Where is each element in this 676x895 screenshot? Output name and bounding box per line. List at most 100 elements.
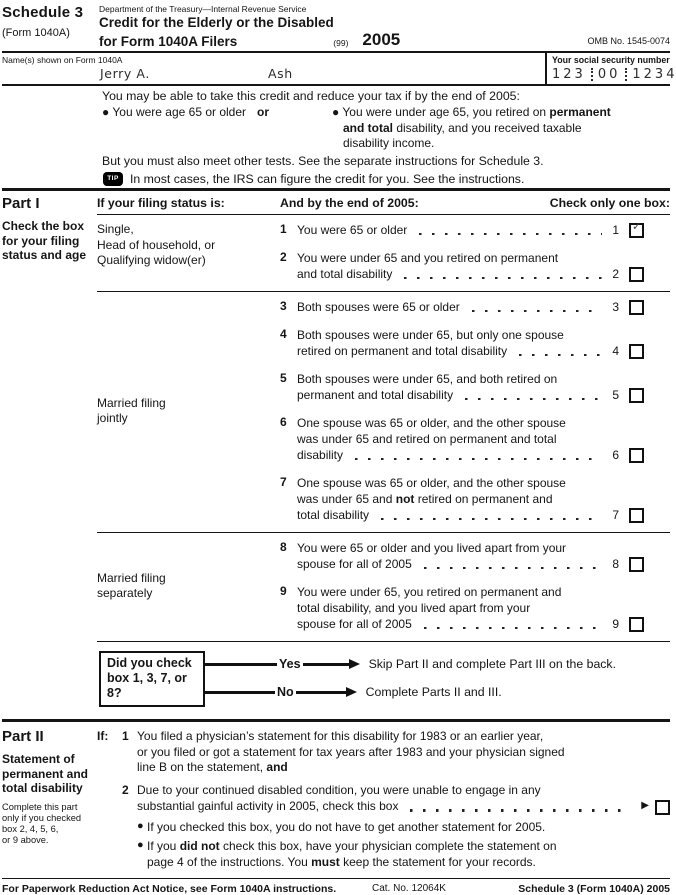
form-number: (Form 1040A): [2, 27, 70, 39]
checkbox-4[interactable]: [629, 344, 644, 359]
check-one-box-header: Check only one box:: [549, 196, 670, 210]
part1-sidebar-text: Check the box for your filing status and…: [2, 219, 87, 262]
form-header: Schedule 3 (Form 1040A) Department of th…: [2, 0, 670, 53]
first-name-field[interactable]: Jerry A.: [100, 66, 150, 81]
item-text: You were under 65 and you retired on per…: [297, 250, 644, 282]
item-text: You were under 65, you retired on perman…: [297, 584, 644, 632]
ssn-group-2: 00: [597, 67, 621, 82]
checkbox-7[interactable]: [629, 508, 644, 523]
dot-leader: [471, 309, 603, 312]
item-number: 5: [280, 371, 287, 385]
item-line: total disability, and you lived apart fr…: [297, 600, 644, 616]
or-label: or: [257, 105, 269, 119]
ssn-group-1: 123: [552, 67, 586, 82]
dot-leader: [404, 276, 603, 279]
flow-line: [205, 690, 275, 694]
checkbox-1[interactable]: ✓: [629, 221, 644, 238]
ssn-separator: [625, 68, 628, 81]
item-line-text: One spouse was 65 or older, and the othe…: [297, 416, 566, 430]
item-number: 9: [280, 584, 287, 598]
item-number-right: 4: [612, 344, 619, 358]
item-number-right: 9: [612, 617, 619, 631]
physician-statement-item: You filed a physician’s statement for th…: [137, 729, 670, 776]
paperwork-notice: For Paperwork Reduction Act Notice, see …: [2, 883, 337, 895]
dot-leader: [465, 397, 603, 400]
item-line-text: spouse for all of 2005: [297, 557, 412, 571]
item-line-text: was under 65 and not retired on permanen…: [297, 492, 553, 506]
tip-text: In most cases, the IRS can figure the cr…: [130, 171, 525, 186]
checkbox-5[interactable]: [629, 388, 644, 403]
catalog-number: Cat. No. 12064K: [372, 883, 446, 894]
checked-box-note: If you checked this box, you do not have…: [147, 819, 546, 834]
item-line-text: retired on permanent and total disabilit…: [297, 344, 508, 358]
ssn-label: Your social security number: [552, 55, 670, 65]
intro-bullet-left: ● You were age 65 or older: [102, 105, 247, 119]
dot-leader: [519, 353, 603, 356]
dot-leader: [381, 517, 603, 520]
item-line: was under 65 and not retired on permanen…: [297, 491, 644, 507]
intro-bullet-right-line: and total disability, and you received t…: [343, 120, 582, 135]
checkbox-8[interactable]: [629, 557, 644, 572]
schedule-number: Schedule 3: [2, 4, 84, 21]
flow-line: [205, 662, 277, 666]
item-text: Both spouses were under 65, and both ret…: [297, 371, 644, 403]
item-line-text: was under 65 and retired on permanent an…: [297, 432, 557, 446]
intro-section: You may be able to take this credit and …: [2, 86, 670, 191]
item-number-right: 2: [612, 267, 619, 281]
checkbox-2[interactable]: [629, 267, 644, 282]
item-line-text: disability: [297, 448, 344, 462]
department-line: Department of the Treasury—Internal Reve…: [99, 4, 307, 14]
checkbox-6[interactable]: [629, 448, 644, 463]
ssn-field[interactable]: 123 00 1234: [552, 67, 674, 82]
item-line: You were under 65 and you retired on per…: [297, 250, 644, 266]
ssn-separator: [590, 68, 593, 81]
item-line: One spouse was 65 or older, and the othe…: [297, 475, 644, 491]
statement-line: line B on the statement, and: [137, 760, 288, 774]
no-label: No: [277, 685, 294, 699]
form-title-line1: Credit for the Elderly or the Disabled: [99, 15, 334, 30]
dot-leader: [410, 809, 632, 812]
item-number: 1: [122, 729, 129, 743]
item-number: 6: [280, 415, 287, 429]
item-line-text: One spouse was 65 or older, and the othe…: [297, 476, 566, 490]
tip-icon: TIP: [103, 171, 123, 186]
checkbox-9[interactable]: [629, 617, 644, 632]
item-number: 8: [280, 540, 287, 554]
item-line: retired on permanent and total disabilit…: [297, 343, 644, 359]
last-name-field[interactable]: Ash: [268, 66, 293, 81]
item-line-text: You were 65 or older and you lived apart…: [297, 541, 567, 555]
omb-number: OMB No. 1545-0074: [587, 36, 670, 46]
item-number-right: 8: [612, 557, 619, 571]
checkbox-part2[interactable]: [655, 799, 670, 815]
end-of-year-header: And by the end of 2005:: [280, 196, 419, 210]
item-number-right: 1: [612, 223, 619, 237]
dot-leader: [355, 457, 603, 460]
item-number-right: 5: [612, 388, 619, 402]
yes-instruction: Skip Part II and complete Part III on th…: [368, 657, 616, 671]
checkbox-3[interactable]: [629, 300, 644, 315]
form-footer: For Paperwork Reduction Act Notice, see …: [2, 879, 670, 895]
item-number: 7: [280, 475, 287, 489]
intro-line1: You may be able to take this credit and …: [102, 89, 520, 103]
part1-column-headers: If your filing status is: And by the end…: [97, 191, 670, 215]
filing-item-7: 7 One spouse was 65 or older, and the oth…: [280, 475, 644, 523]
not-checked-box-note: If you did not check this box, have your…: [147, 839, 557, 869]
item-line: One spouse was 65 or older, and the othe…: [297, 415, 644, 431]
form-title-line2: for Form 1040A Filers: [99, 34, 238, 49]
bullet-icon: ●: [102, 105, 110, 119]
item-number: 1: [280, 222, 287, 236]
